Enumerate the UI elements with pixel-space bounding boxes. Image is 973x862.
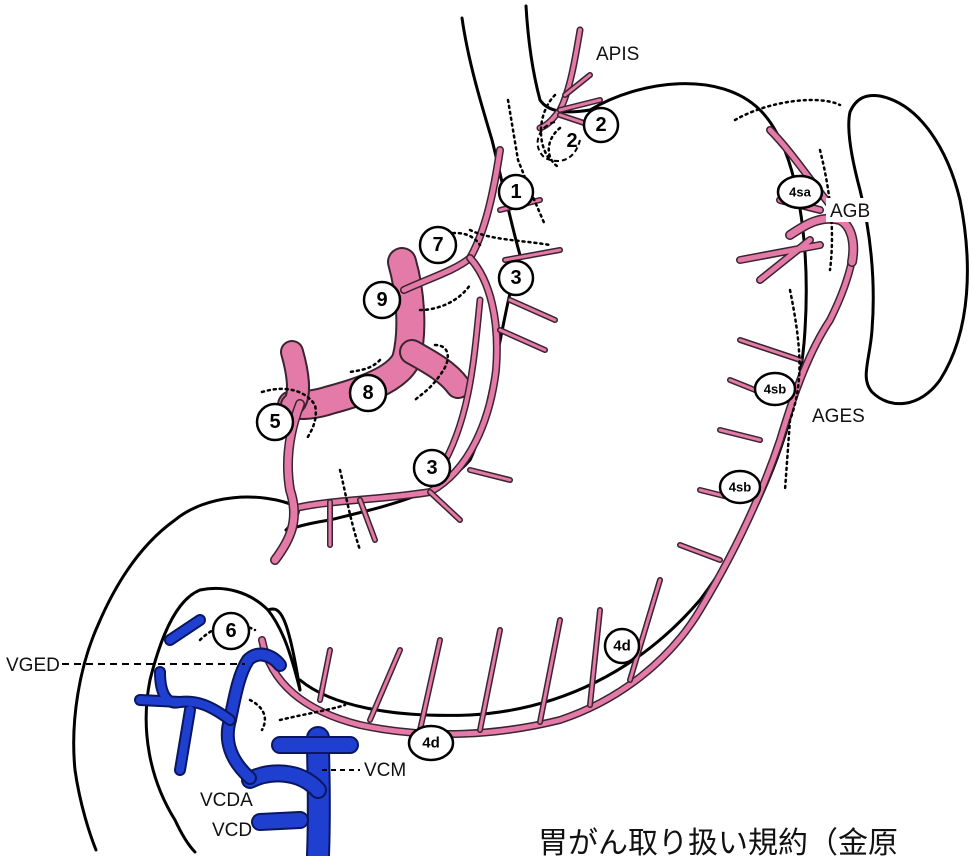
label-ages: AGES — [812, 406, 865, 427]
svg-text:4d: 4d — [613, 638, 631, 655]
label-vcda: VCDA — [200, 790, 253, 811]
svg-text:4sa: 4sa — [789, 185, 811, 200]
station-4sa: 4sa — [778, 176, 822, 208]
station-4sb-upper: 4sb — [755, 373, 795, 405]
station-6: 6 — [213, 613, 249, 649]
station-2-outer: 2 — [584, 108, 618, 142]
svg-text:8: 8 — [362, 382, 373, 404]
source-caption: 胃がん取り扱い規約（金原 — [538, 818, 898, 862]
svg-text:3: 3 — [426, 457, 437, 479]
station-7: 7 — [420, 227, 456, 263]
svg-text:1: 1 — [510, 181, 521, 203]
svg-text:2: 2 — [595, 114, 606, 136]
station-3-upper: 3 — [499, 261, 533, 295]
vessel-labels: APIS AGB AGES VGED VCM VCDA VCD — [6, 44, 874, 841]
esophagus-outline-right — [526, 6, 590, 112]
duodenum-outline — [74, 497, 298, 850]
svg-text:5: 5 — [269, 411, 280, 433]
station-1: 1 — [499, 175, 533, 209]
label-apis: APIS — [596, 44, 639, 65]
station-4sb-lower: 4sb — [720, 471, 760, 503]
label-vged: VGED — [6, 655, 60, 676]
station-3-lower: 3 — [414, 450, 450, 486]
svg-text:6: 6 — [225, 620, 236, 642]
spleen-outline — [849, 96, 968, 404]
station-4d-left: 4d — [409, 726, 453, 760]
svg-text:3: 3 — [510, 267, 521, 289]
svg-text:9: 9 — [376, 289, 387, 311]
station-4d-right: 4d — [605, 629, 639, 663]
station-8: 8 — [350, 375, 386, 411]
svg-text:7: 7 — [432, 234, 443, 256]
svg-text:4sb: 4sb — [729, 480, 751, 495]
svg-text:4d: 4d — [422, 735, 440, 752]
label-vcm: VCM — [364, 760, 406, 781]
duodenum-neck — [268, 609, 300, 690]
label-agb: AGB — [830, 201, 870, 222]
label-vcd: VCD — [212, 820, 252, 841]
svg-text:4sb: 4sb — [764, 382, 786, 397]
station-9: 9 — [364, 282, 400, 318]
station-5: 5 — [257, 404, 293, 440]
svg-text:2: 2 — [566, 130, 577, 152]
esophagus-outline-left — [462, 18, 520, 255]
